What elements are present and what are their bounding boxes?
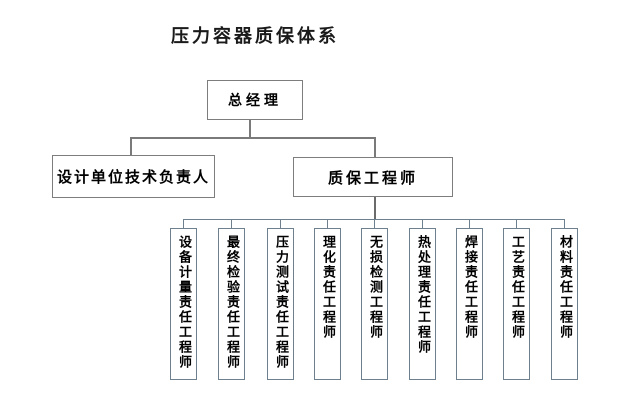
connector-child-stub [564,219,565,228]
org-node-heat-treatment-engineer: 热处理责任工程师 [409,228,436,380]
connector-level2-rail [130,137,376,139]
org-node-physchem-engineer: 理化责任工程师 [314,228,341,380]
org-node-qa-engineer: 质保工程师 [293,157,453,197]
org-node-pressure-test-engineer: 压力测试责任工程师 [267,228,294,380]
org-node-ndt-engineer: 无损检测工程师 [361,228,388,380]
connector-root-drop [249,120,251,138]
connector-child-stub [469,219,470,228]
connector-child-stub [280,219,281,228]
connector-child-stub [231,219,232,228]
connector-child-stub [183,219,184,228]
connector-right-drop [374,137,376,157]
connector-child-stub [516,219,517,228]
org-node-final-inspection-engineer: 最终检验责任工程师 [218,228,245,380]
connector-child-stub [422,219,423,228]
org-node-process-engineer: 工艺责任工程师 [503,228,530,380]
connector-qa-drop [374,197,376,220]
org-node-material-engineer: 材料责任工程师 [551,228,578,380]
page-title: 压力容器质保体系 [171,26,339,47]
connector-child-stub [374,219,375,228]
org-node-general-manager: 总经理 [207,80,303,120]
org-node-equipment-metrology-engineer: 设备计量责任工程师 [170,228,197,380]
connector-left-drop [130,137,132,155]
org-node-welding-engineer: 焊接责任工程师 [456,228,483,380]
connector-child-stub [327,219,328,228]
org-node-design-unit-technical-lead: 设计单位技术负责人 [52,155,215,198]
